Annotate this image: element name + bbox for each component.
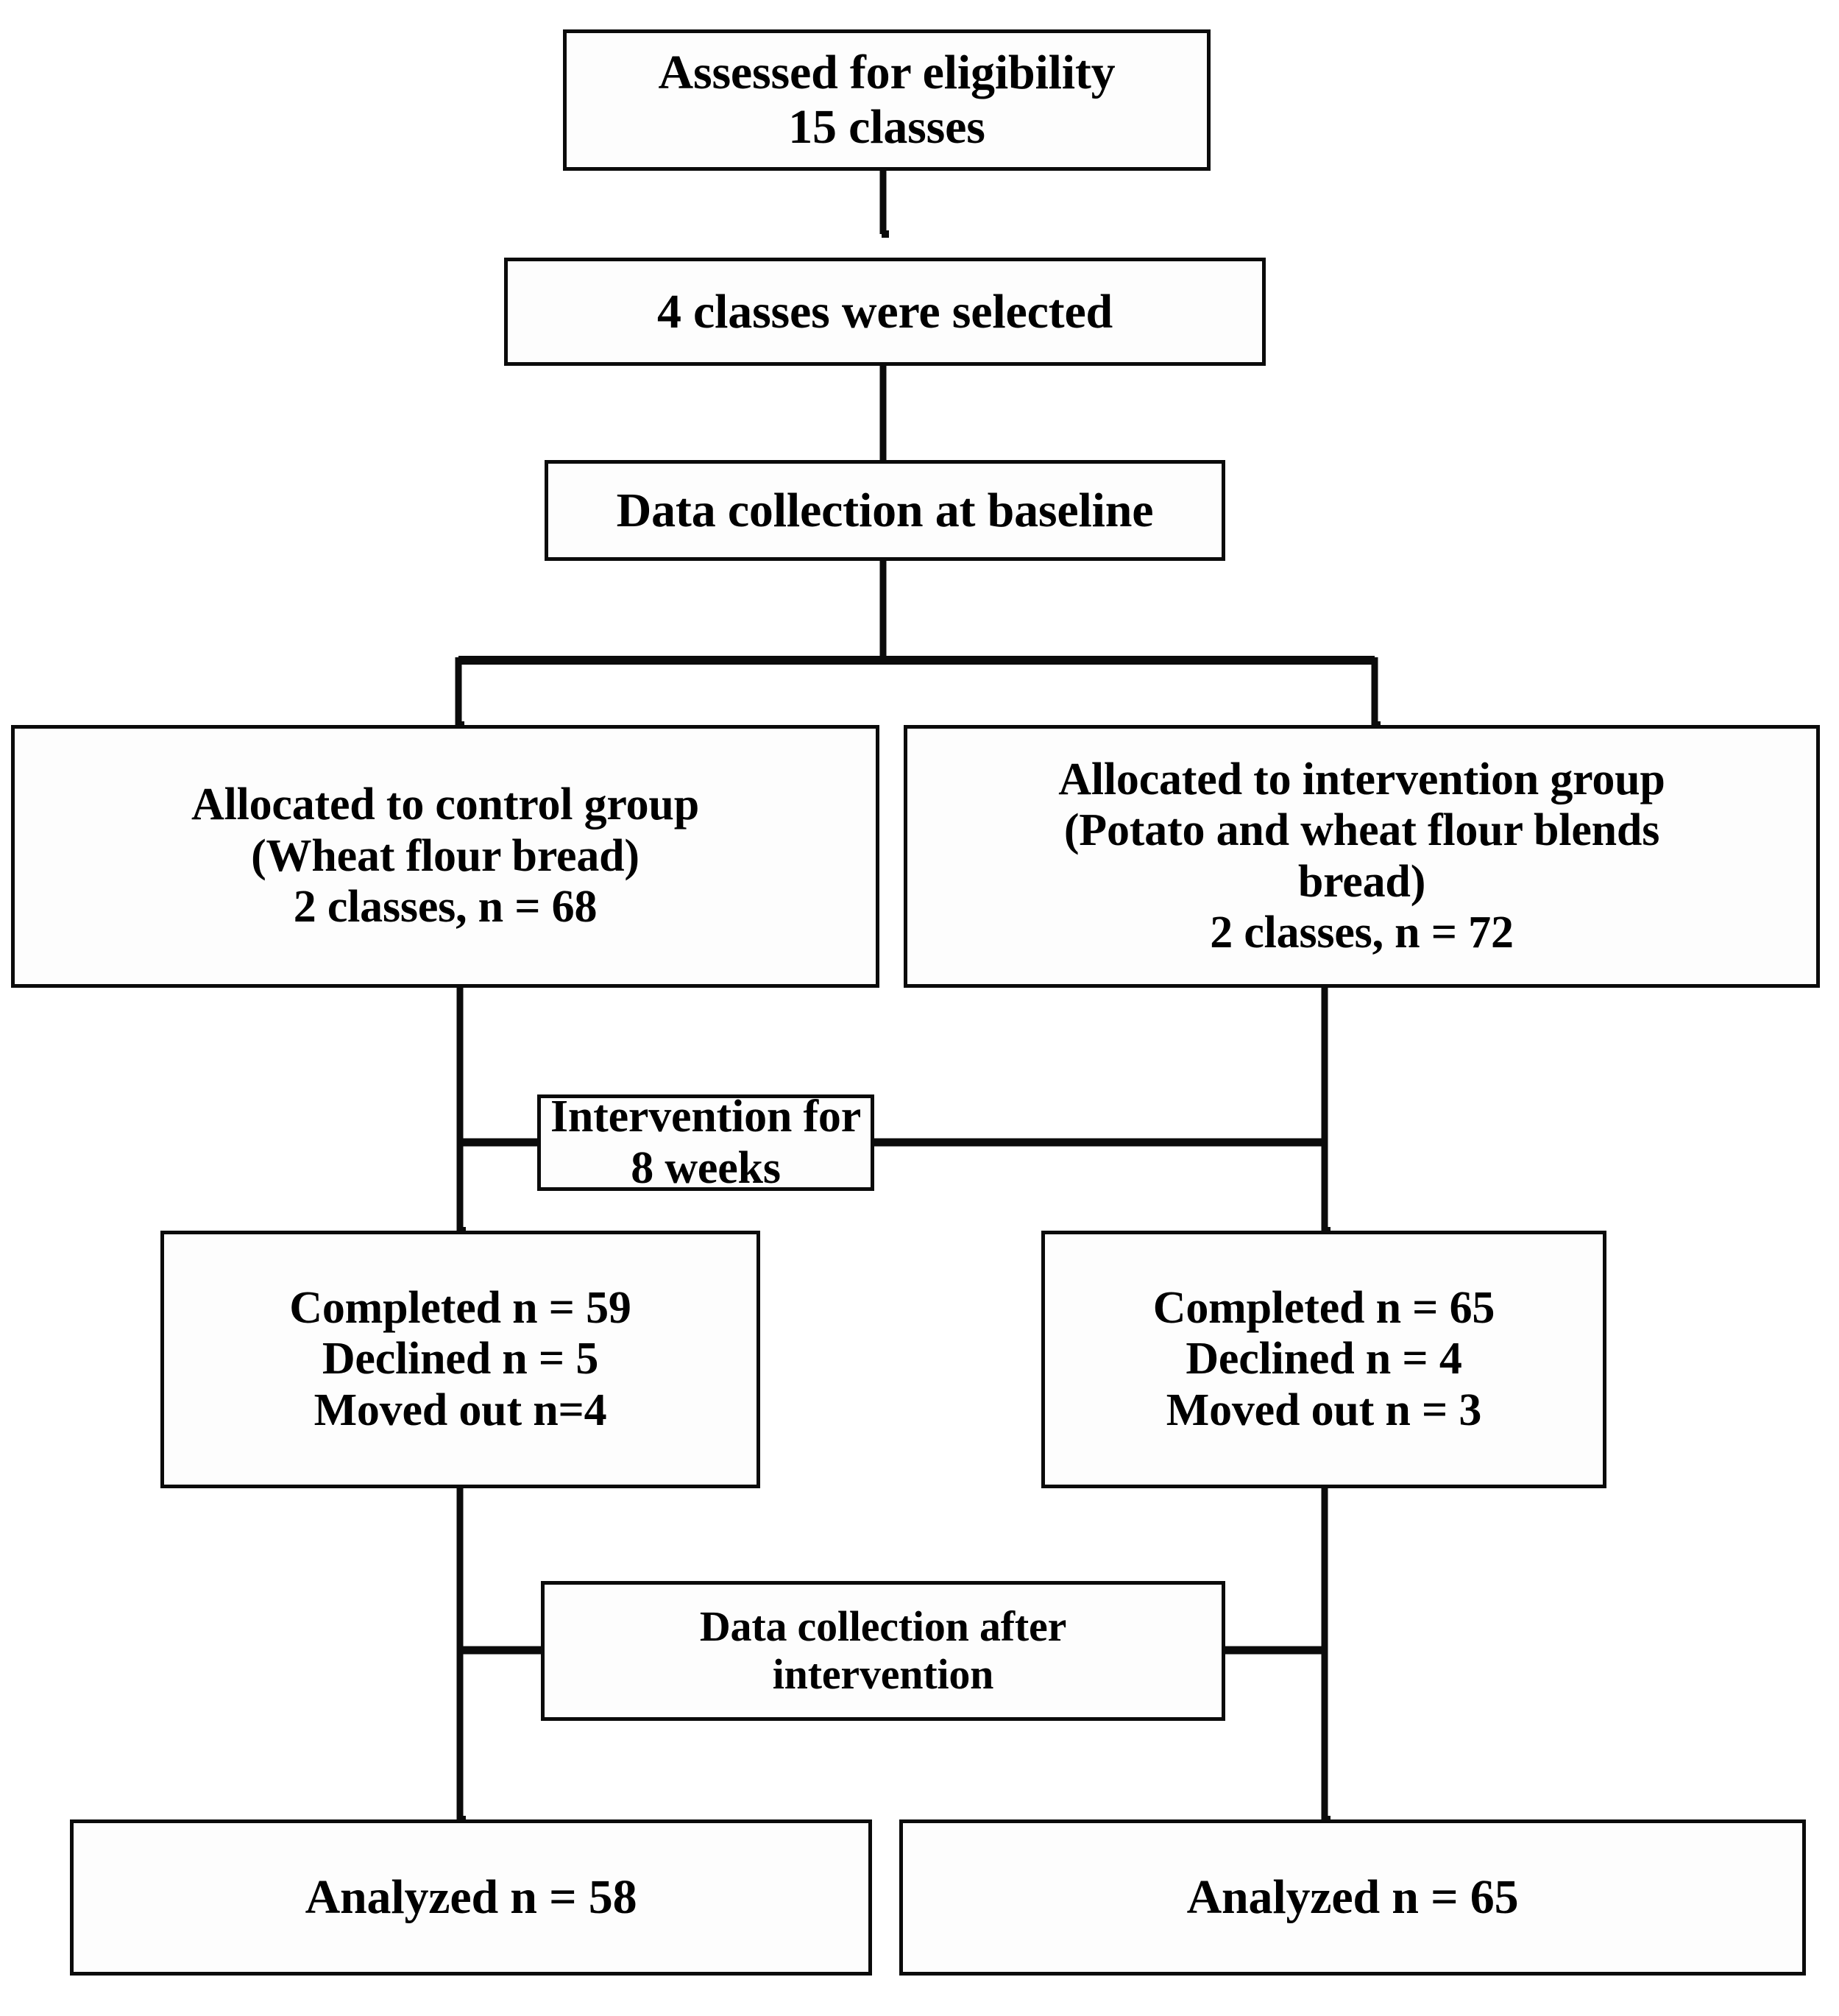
node-assessed-for-eligibility-label: Assessed for eligibility 15 classes [658, 46, 1116, 154]
node-allocated-control-group-label: Allocated to control group (Wheat flour … [191, 779, 699, 933]
node-intervention-completed-label: Completed n = 65 Declined n = 4 Moved ou… [1152, 1282, 1495, 1435]
node-intervention-completed[interactable]: Completed n = 65 Declined n = 4 Moved ou… [1041, 1231, 1606, 1488]
node-allocated-intervention-group-label: Allocated to intervention group (Potato … [1058, 754, 1665, 958]
node-intervention-analyzed[interactable]: Analyzed n = 65 [899, 1819, 1806, 1976]
node-control-analyzed[interactable]: Analyzed n = 58 [70, 1819, 872, 1976]
node-classes-selected-label: 4 classes were selected [656, 284, 1113, 339]
node-intervention-analyzed-label: Analyzed n = 65 [1186, 1870, 1519, 1925]
node-allocated-intervention-group[interactable]: Allocated to intervention group (Potato … [904, 725, 1820, 988]
node-control-analyzed-label: Analyzed n = 58 [305, 1870, 637, 1925]
node-allocated-control-group[interactable]: Allocated to control group (Wheat flour … [11, 725, 879, 988]
node-intervention-for-8-weeks[interactable]: Intervention for 8 weeks [537, 1092, 874, 1193]
node-data-collection-baseline-label: Data collection at baseline [616, 483, 1154, 537]
node-control-completed[interactable]: Completed n = 59 Declined n = 5 Moved ou… [160, 1231, 760, 1488]
node-assessed-for-eligibility[interactable]: Assessed for eligibility 15 classes [563, 29, 1211, 171]
node-intervention-for-8-weeks-label: Intervention for 8 weeks [550, 1092, 862, 1193]
node-data-collection-after-intervention[interactable]: Data collection after intervention [541, 1581, 1225, 1721]
node-data-collection-after-intervention-label: Data collection after intervention [699, 1602, 1067, 1698]
node-control-completed-label: Completed n = 59 Declined n = 5 Moved ou… [289, 1282, 631, 1435]
node-data-collection-baseline[interactable]: Data collection at baseline [545, 460, 1225, 561]
node-classes-selected[interactable]: 4 classes were selected [504, 258, 1266, 366]
